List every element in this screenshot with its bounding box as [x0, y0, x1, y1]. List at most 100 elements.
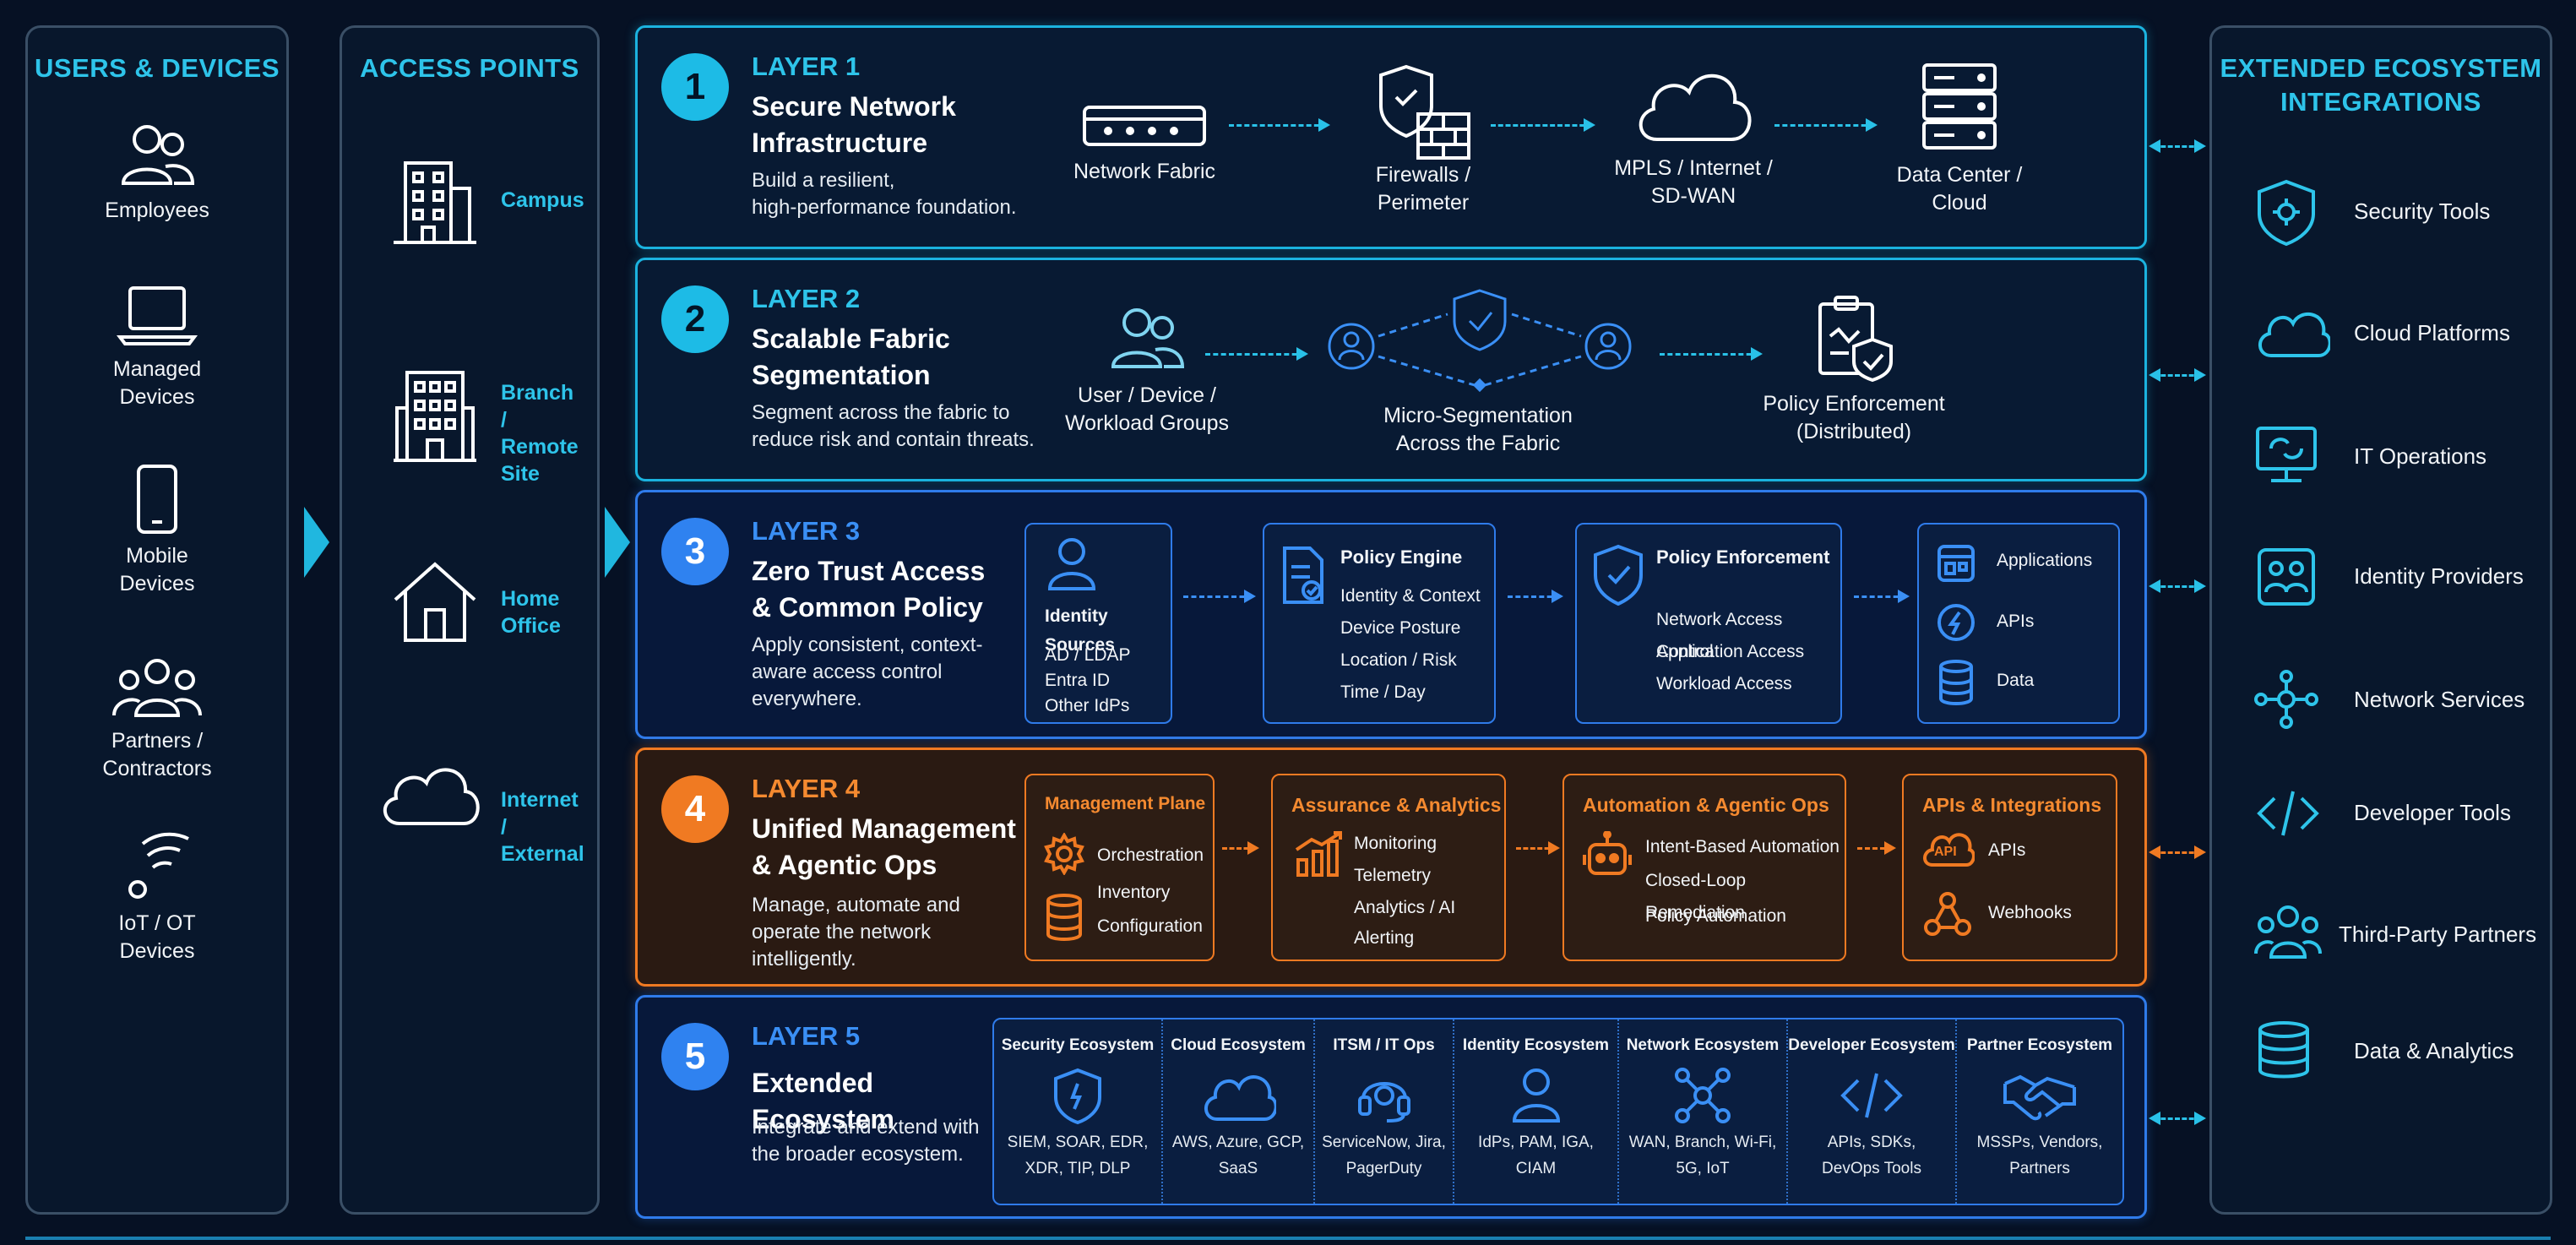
ecosystem-developer: Developer Ecosystem APIs, SDKs, DevOps T… — [1788, 1019, 1957, 1204]
layer-tag: LAYER 4 — [752, 774, 861, 803]
laptop-icon — [117, 286, 198, 345]
layer-title: Secure Network Infrastructure — [752, 91, 956, 158]
chevron-right-icon — [304, 507, 329, 578]
partners-icon — [2254, 905, 2322, 959]
eco-item-label: Data & Analytics — [2354, 1038, 2514, 1063]
box-line: Network Access Control — [1656, 610, 1783, 661]
users-icon — [121, 125, 195, 185]
node-mpls-internet: MPLS / Internet / SD-WAN — [1600, 62, 1786, 210]
box-line: AD / LDAP — [1045, 645, 1131, 665]
layer-description: Integrate and extend with the broader ec… — [752, 1116, 980, 1166]
layer-title: Extended Ecosystem — [752, 1068, 894, 1134]
eco-item-label: Cloud Platforms — [2354, 320, 2510, 345]
layer-title: Unified Management & Agentic Ops — [752, 813, 1016, 880]
layer-number-badge: 1 — [661, 53, 729, 121]
automation-agentic-ops-box: Automation & Agentic Ops Intent-Based Au… — [1562, 774, 1846, 961]
layer-description: Segment across the fabric to reduce risk… — [752, 401, 1035, 451]
access-point-label: Internet / External — [501, 788, 584, 866]
id-card-icon — [2258, 548, 2315, 606]
database-icon — [1939, 660, 1973, 705]
node-label: Micro-Segmentation Across the Fabric — [1383, 404, 1573, 455]
api-icon — [1937, 604, 1975, 641]
assurance-analytics-box: Assurance & Analytics Monitoring Telemet… — [1271, 774, 1506, 961]
apis-integrations-box: APIs & Integrations API APIs Webhooks — [1902, 774, 2117, 961]
network-icon — [2254, 670, 2318, 729]
users-devices-panel: USERS & DEVICES Employees Managed Device… — [25, 25, 289, 1215]
switch-icon — [1083, 106, 1206, 146]
user-label: Managed Devices — [112, 357, 202, 409]
access-points-title: ACCESS POINTS — [360, 53, 579, 83]
flow-arrow — [1222, 841, 1259, 855]
wifi-icon — [128, 832, 189, 899]
ecosystem-itsm: ITSM / IT Ops ServiceNow, Jira, PagerDut… — [1315, 1019, 1454, 1204]
eco-item-label: Security Tools — [2354, 198, 2491, 224]
box-line: Location / Risk — [1340, 650, 1457, 670]
access-point-internet — [376, 756, 486, 836]
box-line: APIs — [1988, 840, 2026, 860]
layer-tag: LAYER 5 — [752, 1021, 861, 1051]
server-icon — [1922, 63, 1997, 150]
layer-tag: LAYER 1 — [752, 52, 861, 81]
cloud-icon — [1204, 1075, 1276, 1121]
network-icon — [1675, 1068, 1731, 1123]
chevron-right-icon — [605, 507, 630, 578]
cloud-icon — [383, 768, 480, 825]
ecosystem-partner: Partner Ecosystem MSSPs, Vendors, Partne… — [1957, 1019, 2122, 1204]
firewall-icon — [1379, 64, 1470, 160]
flow-arrow — [1229, 118, 1330, 132]
flow-arrow — [1774, 118, 1878, 132]
node-network-fabric: Network Fabric — [1068, 95, 1220, 186]
mobile-icon — [137, 465, 177, 534]
eco-item-label: Network Services — [2354, 687, 2525, 712]
layer-title: Zero Trust Access & Common Policy — [752, 556, 986, 622]
layer-description: Build a resilient, high-performance foun… — [752, 169, 1017, 219]
policy-enforcement-box: Policy Enforcement Network Access Contro… — [1575, 523, 1842, 724]
users-devices-title: USERS & DEVICES — [34, 53, 280, 83]
access-points-panel: ACCESS POINTS Campus Branch / Remote Sit… — [340, 25, 600, 1215]
headset-icon — [1357, 1082, 1410, 1123]
eco-item-label: Identity Providers — [2354, 563, 2524, 589]
box-line: Application Access — [1656, 642, 1805, 661]
node-label: User / Device / Workload Groups — [1064, 383, 1230, 435]
node-label: Policy Enforcement (Distributed) — [1763, 392, 1945, 443]
ecosystem-description: ServiceNow, Jira, PagerDuty — [1322, 1134, 1446, 1177]
ecosystem-heading: Security Ecosystem — [1001, 1036, 1155, 1054]
ecosystem-description: WAN, Branch, Wi-Fi, 5G, IoT — [1628, 1134, 1777, 1177]
robot-icon — [1583, 831, 1632, 875]
shield-gear-icon — [2258, 179, 2315, 246]
box-line: Workload Access — [1656, 674, 1792, 693]
box-line: Intent-Based Automation — [1645, 837, 1840, 856]
identity-sources-box: Identity Sources AD / LDAP Entra ID Othe… — [1024, 523, 1172, 724]
ecosystem-heading: ITSM / IT Ops — [1333, 1036, 1435, 1054]
box-line: Inventory — [1097, 883, 1171, 902]
code-icon — [1840, 1073, 1903, 1118]
monitor-icon — [2256, 427, 2317, 482]
ecosystem-network: Network Ecosystem WAN, Branch, Wi-Fi, 5G… — [1619, 1019, 1788, 1204]
ecosystem-description: AWS, Azure, GCP, SaaS — [1171, 1134, 1305, 1177]
box-line: Orchestration — [1097, 845, 1204, 865]
ecosystem-heading: Developer Ecosystem — [1788, 1036, 1955, 1054]
user-item-iot-devices: IoT / OT Devices — [28, 830, 286, 965]
node-firewalls: Firewalls / Perimeter — [1347, 62, 1499, 217]
layer-number-badge: 5 — [661, 1023, 729, 1090]
document-check-icon — [1283, 546, 1323, 604]
user-label: Mobile Devices — [119, 544, 195, 595]
users-icon — [1111, 308, 1185, 368]
app-window-icon — [1937, 545, 1975, 582]
shield-check-icon — [1594, 544, 1643, 606]
node-policy-enforcement: Policy Enforcement (Distributed) — [1727, 294, 1981, 446]
box-line: Closed-Loop Remediation — [1645, 871, 1747, 922]
building-icon — [394, 161, 476, 244]
flow-arrow — [1205, 347, 1308, 361]
ecosystem-description: SIEM, SOAR, EDR, XDR, TIP, DLP — [1007, 1134, 1149, 1177]
box-line: Policy Automation — [1645, 906, 1786, 926]
node-label: MPLS / Internet / SD-WAN — [1614, 156, 1773, 208]
person-icon — [1512, 1068, 1560, 1123]
flow-arrow — [1491, 118, 1595, 132]
management-plane-box: Management Plane Orchestration Inventory… — [1024, 774, 1215, 961]
ecosystem-security: Security Ecosystem SIEM, SOAR, EDR, XDR,… — [994, 1019, 1163, 1204]
clipboard-shield-icon — [1818, 296, 1893, 382]
cloud-icon — [1639, 73, 1752, 141]
analytics-chart-icon — [1295, 831, 1342, 877]
bidirectional-arrow — [2149, 139, 2206, 153]
